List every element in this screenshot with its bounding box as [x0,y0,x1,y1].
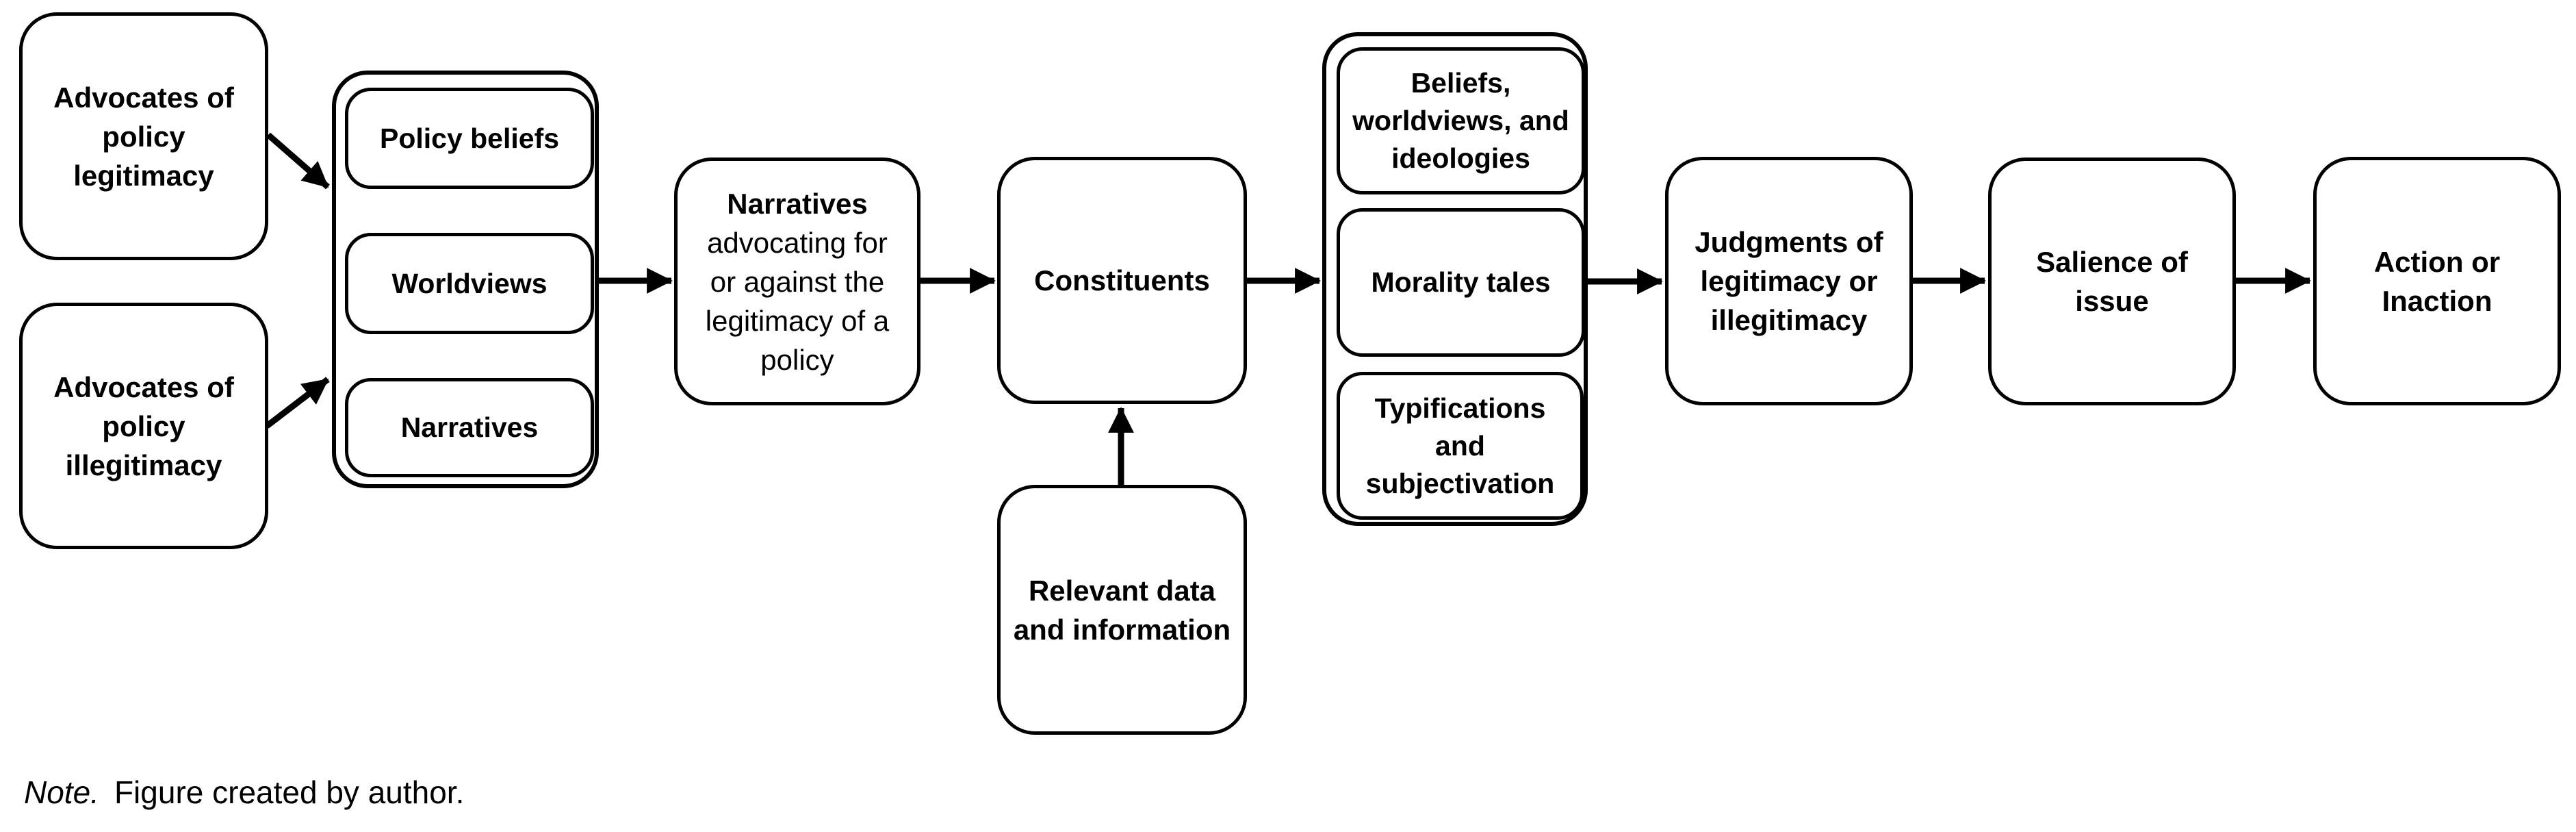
node-relevant-data: Relevant data and information [997,485,1247,735]
node-narratives-advocating-title: Narratives [727,187,868,220]
node-typifications-subjectivation: Typifications and subjectivation [1337,372,1584,520]
node-typifications-subjectivation-label: Typifications and subjectivation [1365,392,1555,499]
node-morality-tales: Morality tales [1337,208,1585,357]
arrow-illegitimacy-to-group [265,377,330,429]
node-salience-label: Salience of issue [2036,246,2188,317]
node-advocates-legitimacy-label: Advocates of policy legitimacy [53,81,234,192]
figure-note-prefix: Note. [24,774,99,810]
node-relevant-data-label: Relevant data and information [1013,574,1231,646]
figure-note-text: Figure created by author. [114,774,465,810]
node-policy-beliefs-label: Policy beliefs [379,122,560,154]
node-worldviews: Worldviews [345,233,594,334]
node-narratives-advocating-body: advocating for or against the legitimacy… [705,226,890,376]
node-judgments: Judgments of legitimacy or illegitimacy [1665,157,1913,405]
node-salience: Salience of issue [1988,157,2236,405]
node-constituents-label: Constituents [1034,264,1210,297]
node-beliefs-worldviews-ideologies: Beliefs, worldviews, and ideologies [1337,47,1585,194]
node-constituents: Constituents [997,157,1247,404]
node-narratives-label: Narratives [400,412,539,443]
node-action-inaction-label: Action or Inaction [2373,245,2501,317]
group-narrative-components: Policy beliefs Worldviews Narratives [332,71,599,488]
arrow-legitimacy-to-group [266,132,330,190]
group-interpretation: Beliefs, worldviews, and ideologies Mora… [1322,32,1588,526]
node-action-inaction: Action or Inaction [2313,157,2561,405]
node-advocates-illegitimacy-label: Advocates of policy illegitimacy [53,370,234,481]
node-judgments-label: Judgments of legitimacy or illegitimacy [1695,226,1883,336]
figure-note: Note. Figure created by author. [24,772,464,812]
node-policy-beliefs: Policy beliefs [345,88,594,189]
node-beliefs-worldviews-ideologies-label: Beliefs, worldviews, and ideologies [1352,67,1569,174]
node-narratives: Narratives [345,378,594,477]
node-advocates-legitimacy: Advocates of policy legitimacy [19,12,268,260]
node-worldviews-label: Worldviews [391,267,548,299]
node-narratives-advocating: Narratives advocating for or against the… [674,157,920,405]
node-morality-tales-label: Morality tales [1371,266,1551,298]
node-advocates-illegitimacy: Advocates of policy illegitimacy [19,303,268,549]
